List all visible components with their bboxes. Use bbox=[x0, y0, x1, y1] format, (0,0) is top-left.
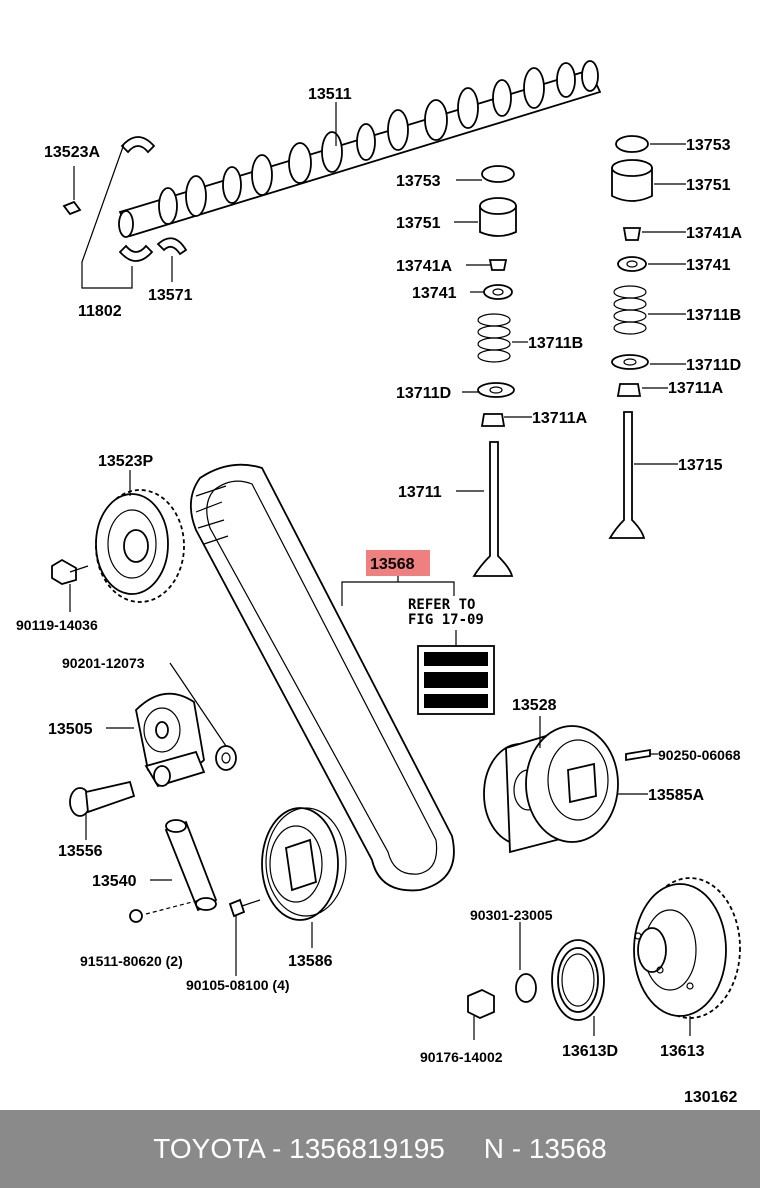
label-13741A-right: 13741A bbox=[686, 225, 742, 242]
refer-line-1: REFER TO bbox=[408, 597, 475, 613]
footer-text: TOYOTA - 1356819195 N - 13568 bbox=[153, 1133, 607, 1164]
label-13540: 13540 bbox=[92, 873, 137, 890]
label-13523A: 13523A bbox=[44, 144, 100, 161]
belt-kit-box[interactable] bbox=[417, 645, 495, 715]
label-90301-23005: 90301-23005 bbox=[470, 907, 553, 923]
label-91511-80620: 91511-80620 (2) bbox=[80, 953, 183, 969]
diagram-number: 130162 bbox=[684, 1089, 737, 1106]
parts-diagram: 13511 13523A 11802 13571 13753 1375 bbox=[16, 60, 742, 1106]
pulley-bolt[interactable] bbox=[51, 558, 89, 585]
tensioner-bolt[interactable] bbox=[69, 780, 136, 817]
label-13528: 13528 bbox=[512, 697, 557, 714]
label-13711A-left: 13711A bbox=[532, 410, 588, 427]
crankshaft-pulley[interactable] bbox=[633, 877, 741, 1019]
label-13556: 13556 bbox=[58, 843, 103, 860]
label-90105-08100: 90105-08100 (4) bbox=[186, 977, 290, 993]
label-90201-12073: 90201-12073 bbox=[62, 655, 145, 671]
label-13613D: 13613D bbox=[562, 1043, 618, 1060]
label-13715: 13715 bbox=[678, 457, 723, 474]
label-13586: 13586 bbox=[288, 953, 333, 970]
small-bolt[interactable] bbox=[228, 898, 261, 918]
label-13571: 13571 bbox=[148, 287, 193, 304]
label-13523P: 13523P bbox=[98, 453, 153, 470]
label-13568: 13568 bbox=[370, 556, 415, 573]
tension-pulley[interactable] bbox=[135, 692, 206, 788]
valve-stack-exhaust[interactable] bbox=[608, 135, 653, 539]
label-90250-06068: 90250-06068 bbox=[658, 747, 741, 763]
washer[interactable] bbox=[215, 745, 237, 771]
camshaft-bearing-upper[interactable] bbox=[120, 136, 156, 154]
label-13585A: 13585A bbox=[648, 787, 704, 804]
camshaft[interactable] bbox=[118, 60, 602, 238]
oil-pump-pulley[interactable] bbox=[261, 807, 347, 921]
label-13741-right: 13741 bbox=[686, 257, 731, 274]
label-13711D-right: 13711D bbox=[686, 357, 741, 374]
camshaft-timing-pulley[interactable] bbox=[95, 489, 185, 603]
camshaft-bearing-lower[interactable] bbox=[118, 237, 188, 262]
label-13613: 13613 bbox=[660, 1043, 705, 1060]
valve-stack-intake[interactable] bbox=[472, 165, 517, 577]
label-90176-14002: 90176-14002 bbox=[420, 1049, 503, 1065]
thrust-key[interactable] bbox=[62, 200, 82, 216]
label-13511: 13511 bbox=[308, 86, 352, 103]
o-ring[interactable] bbox=[515, 973, 537, 1003]
label-13741A-left: 13741A bbox=[396, 258, 452, 275]
timing-belt[interactable] bbox=[190, 463, 455, 892]
label-13753-right: 13753 bbox=[686, 137, 731, 154]
label-13753-left: 13753 bbox=[396, 173, 441, 190]
label-13751-right: 13751 bbox=[686, 177, 731, 194]
label-13751-left: 13751 bbox=[396, 215, 441, 232]
label-13505: 13505 bbox=[48, 721, 93, 738]
plug[interactable] bbox=[467, 989, 495, 1019]
label-11802: 11802 bbox=[78, 303, 122, 320]
label-13711A-right: 13711A bbox=[668, 380, 724, 397]
idler-pulley[interactable] bbox=[483, 725, 619, 854]
label-13711: 13711 bbox=[398, 484, 442, 501]
highlight-13568 bbox=[366, 550, 430, 576]
pin[interactable] bbox=[625, 748, 651, 762]
tension-spring[interactable] bbox=[129, 819, 218, 923]
refer-line-2: FIG 17-09 bbox=[408, 612, 484, 628]
oil-seal[interactable] bbox=[551, 939, 605, 1021]
label-13711B-right: 13711B bbox=[686, 307, 741, 324]
label-90119-14036: 90119-14036 bbox=[16, 617, 98, 633]
label-13711D-left: 13711D bbox=[396, 385, 451, 402]
label-13741-left: 13741 bbox=[412, 285, 457, 302]
footer-bar: TOYOTA - 1356819195 N - 13568 bbox=[0, 1110, 760, 1188]
label-13711B-left: 13711B bbox=[528, 335, 583, 352]
